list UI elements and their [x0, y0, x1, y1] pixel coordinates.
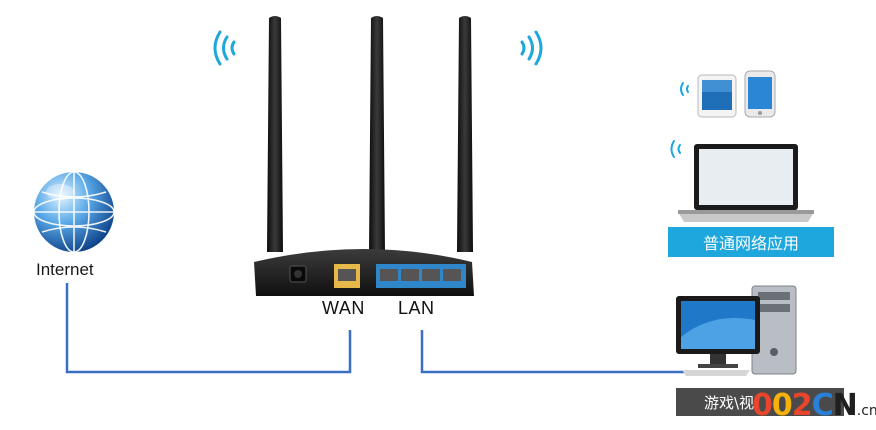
watermark-char: C	[811, 388, 834, 423]
wifi-signal-icon	[670, 140, 681, 158]
gaming-banner: 游戏\视	[676, 388, 844, 416]
wifi-signal-icon	[520, 30, 543, 66]
lan-desktop-cable	[420, 330, 690, 374]
desktop-computer-icon	[676, 285, 797, 376]
watermark-char: 2	[791, 388, 813, 423]
watermark-char: 0	[752, 388, 773, 423]
site-watermark: 002CN.cn	[752, 388, 876, 423]
wifi-signal-icon	[680, 82, 689, 96]
phone-icon	[744, 70, 776, 118]
lan-label: LAN	[398, 298, 435, 318]
watermark-domain: .cn	[856, 403, 876, 419]
watermark-char: N	[832, 388, 858, 423]
watermark-char: 0	[771, 388, 793, 423]
router-icon	[254, 16, 474, 296]
laptop-icon	[678, 144, 814, 222]
globe-icon	[33, 171, 115, 253]
internet-label: Internet	[36, 260, 94, 279]
internet-wan-cable	[65, 283, 352, 374]
tablet-icon	[697, 74, 737, 118]
wifi-signal-icon	[213, 30, 236, 66]
wan-label: WAN	[322, 298, 365, 318]
general-use-banner: 普通网络应用	[668, 227, 834, 257]
